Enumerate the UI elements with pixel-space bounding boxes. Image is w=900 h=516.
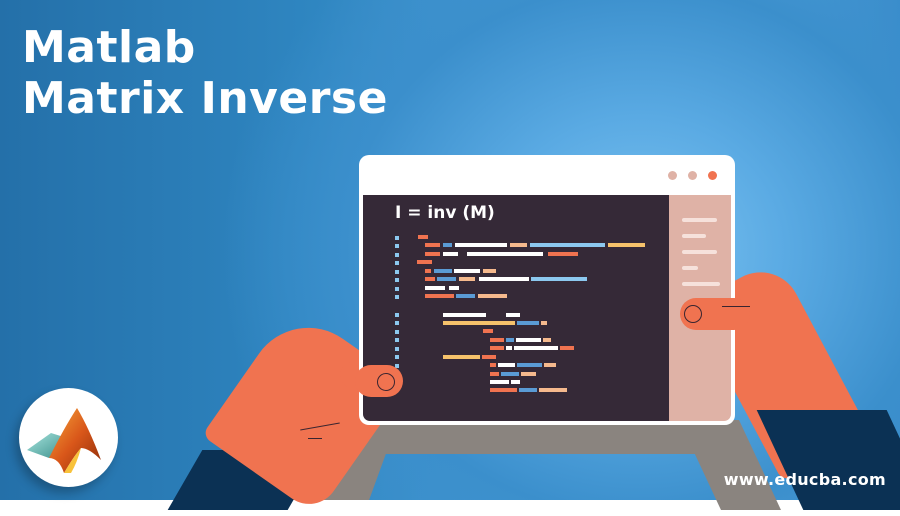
side-line bbox=[682, 218, 717, 222]
website-url[interactable]: www.educba.com bbox=[723, 470, 886, 489]
window-controls bbox=[668, 171, 717, 180]
side-line bbox=[682, 266, 698, 270]
side-line bbox=[682, 234, 706, 238]
window-dot-2[interactable] bbox=[688, 171, 697, 180]
side-line bbox=[682, 282, 720, 286]
code-editor: I = inv (M) bbox=[363, 195, 669, 421]
window-dot-1[interactable] bbox=[668, 171, 677, 180]
matlab-logo-icon bbox=[19, 388, 118, 487]
code-heading: I = inv (M) bbox=[395, 203, 495, 223]
title-line-1: Matlab bbox=[22, 22, 196, 73]
window-dot-3[interactable] bbox=[708, 171, 717, 180]
title-line-2: Matrix Inverse bbox=[22, 73, 388, 124]
page-title: Matlab Matrix Inverse bbox=[22, 22, 388, 124]
code-window: I = inv (M) bbox=[359, 155, 735, 425]
side-line bbox=[682, 250, 717, 254]
